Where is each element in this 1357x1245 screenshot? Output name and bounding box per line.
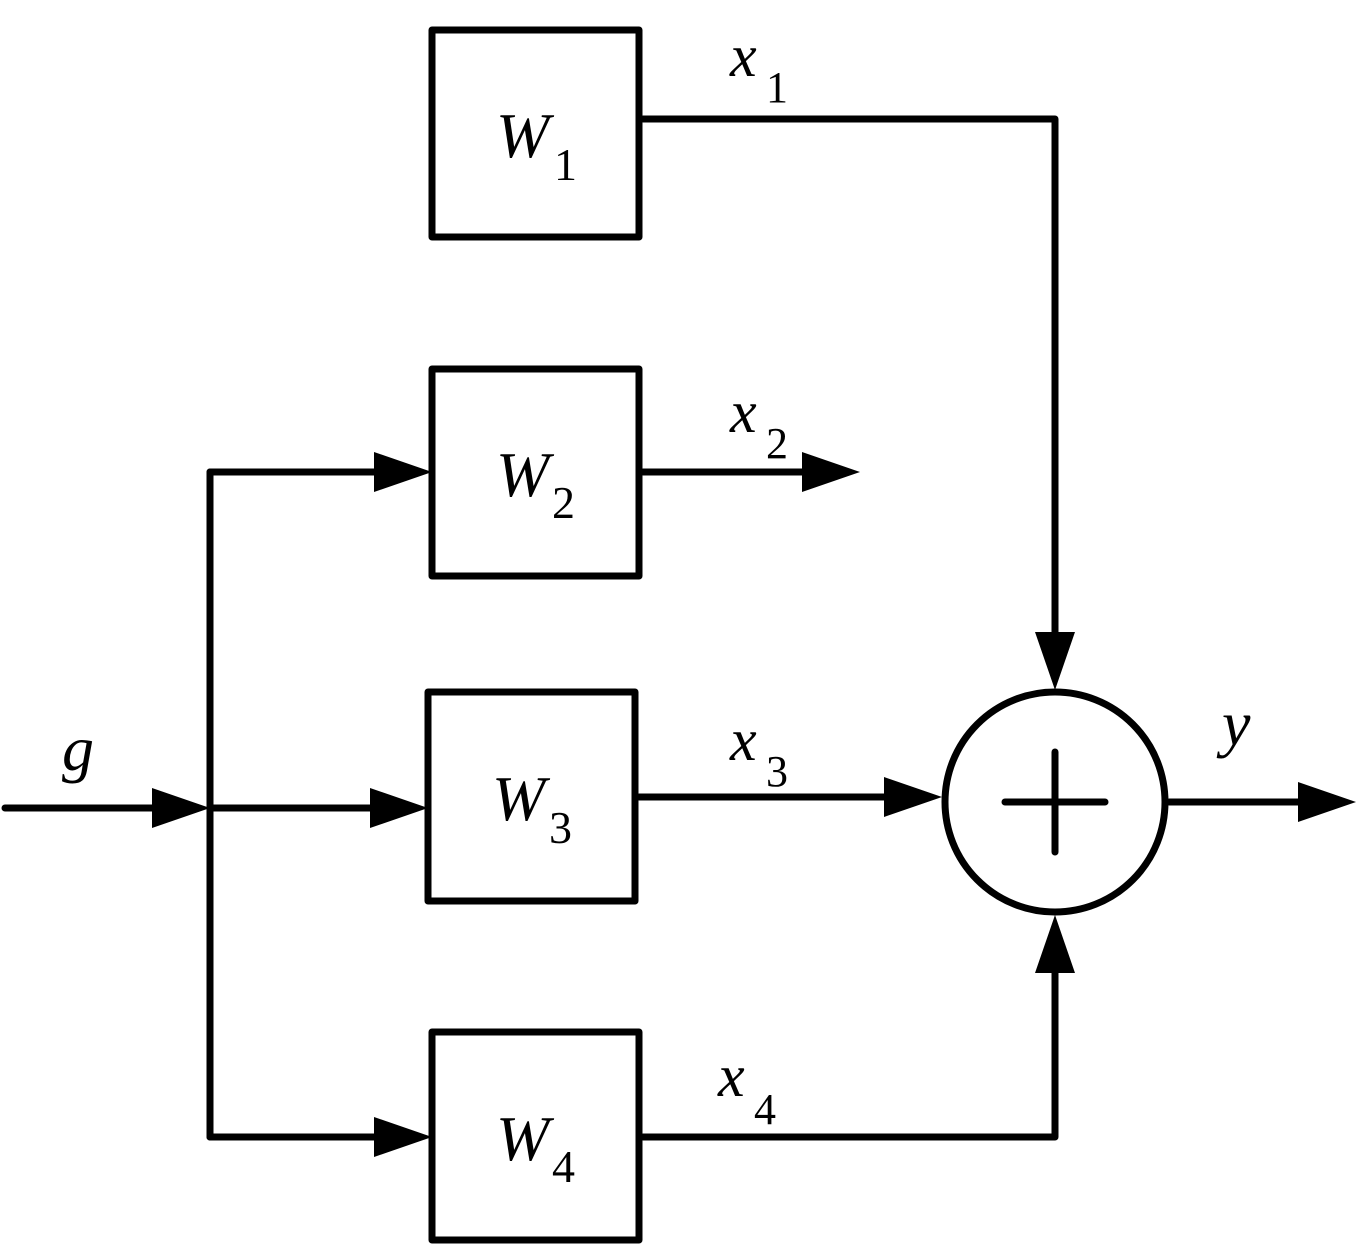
signal-x3-arrow bbox=[884, 777, 942, 817]
block-w1-symbol: W bbox=[496, 100, 555, 171]
block-w4-symbol: W bbox=[496, 1103, 555, 1174]
output-label: y bbox=[1216, 688, 1251, 759]
signal-x3-index: 3 bbox=[766, 747, 788, 796]
input-arrow bbox=[152, 788, 210, 828]
block-w3-index: 3 bbox=[549, 802, 572, 853]
branch-w2-arrow bbox=[374, 452, 432, 492]
signal-x4-wire bbox=[639, 961, 1059, 1141]
signal-x1-symbol: x bbox=[729, 23, 757, 89]
signal-x1-wire bbox=[639, 115, 1059, 644]
block-w1: W 1 bbox=[428, 26, 643, 241]
branch-w4-arrow bbox=[374, 1117, 432, 1157]
signal-x4-arrow bbox=[1035, 915, 1075, 973]
signal-x2-index: 2 bbox=[766, 419, 788, 468]
block-w4-index: 4 bbox=[552, 1141, 575, 1192]
signal-x4-index: 4 bbox=[754, 1085, 776, 1134]
signal-x1-index: 1 bbox=[766, 63, 788, 112]
block-w2-index: 2 bbox=[552, 477, 575, 528]
block-w1-index: 1 bbox=[554, 139, 577, 190]
signal-x2-symbol: x bbox=[729, 379, 757, 445]
block-w3: W 3 bbox=[424, 688, 639, 905]
block-w3-symbol: W bbox=[492, 763, 551, 834]
signal-x1-arrow bbox=[1035, 632, 1075, 690]
summing-junction bbox=[941, 688, 1169, 916]
branch-w3-arrow bbox=[370, 788, 428, 828]
input-label: g bbox=[62, 713, 94, 784]
block-w2: W 2 bbox=[428, 365, 643, 580]
signal-x4-symbol: x bbox=[717, 1043, 745, 1109]
output-arrow bbox=[1298, 782, 1356, 822]
signal-x3-symbol: x bbox=[729, 707, 757, 773]
signal-x2-arrow bbox=[802, 452, 860, 492]
block-w2-symbol: W bbox=[496, 439, 555, 510]
block-w4: W 4 bbox=[428, 1028, 643, 1244]
